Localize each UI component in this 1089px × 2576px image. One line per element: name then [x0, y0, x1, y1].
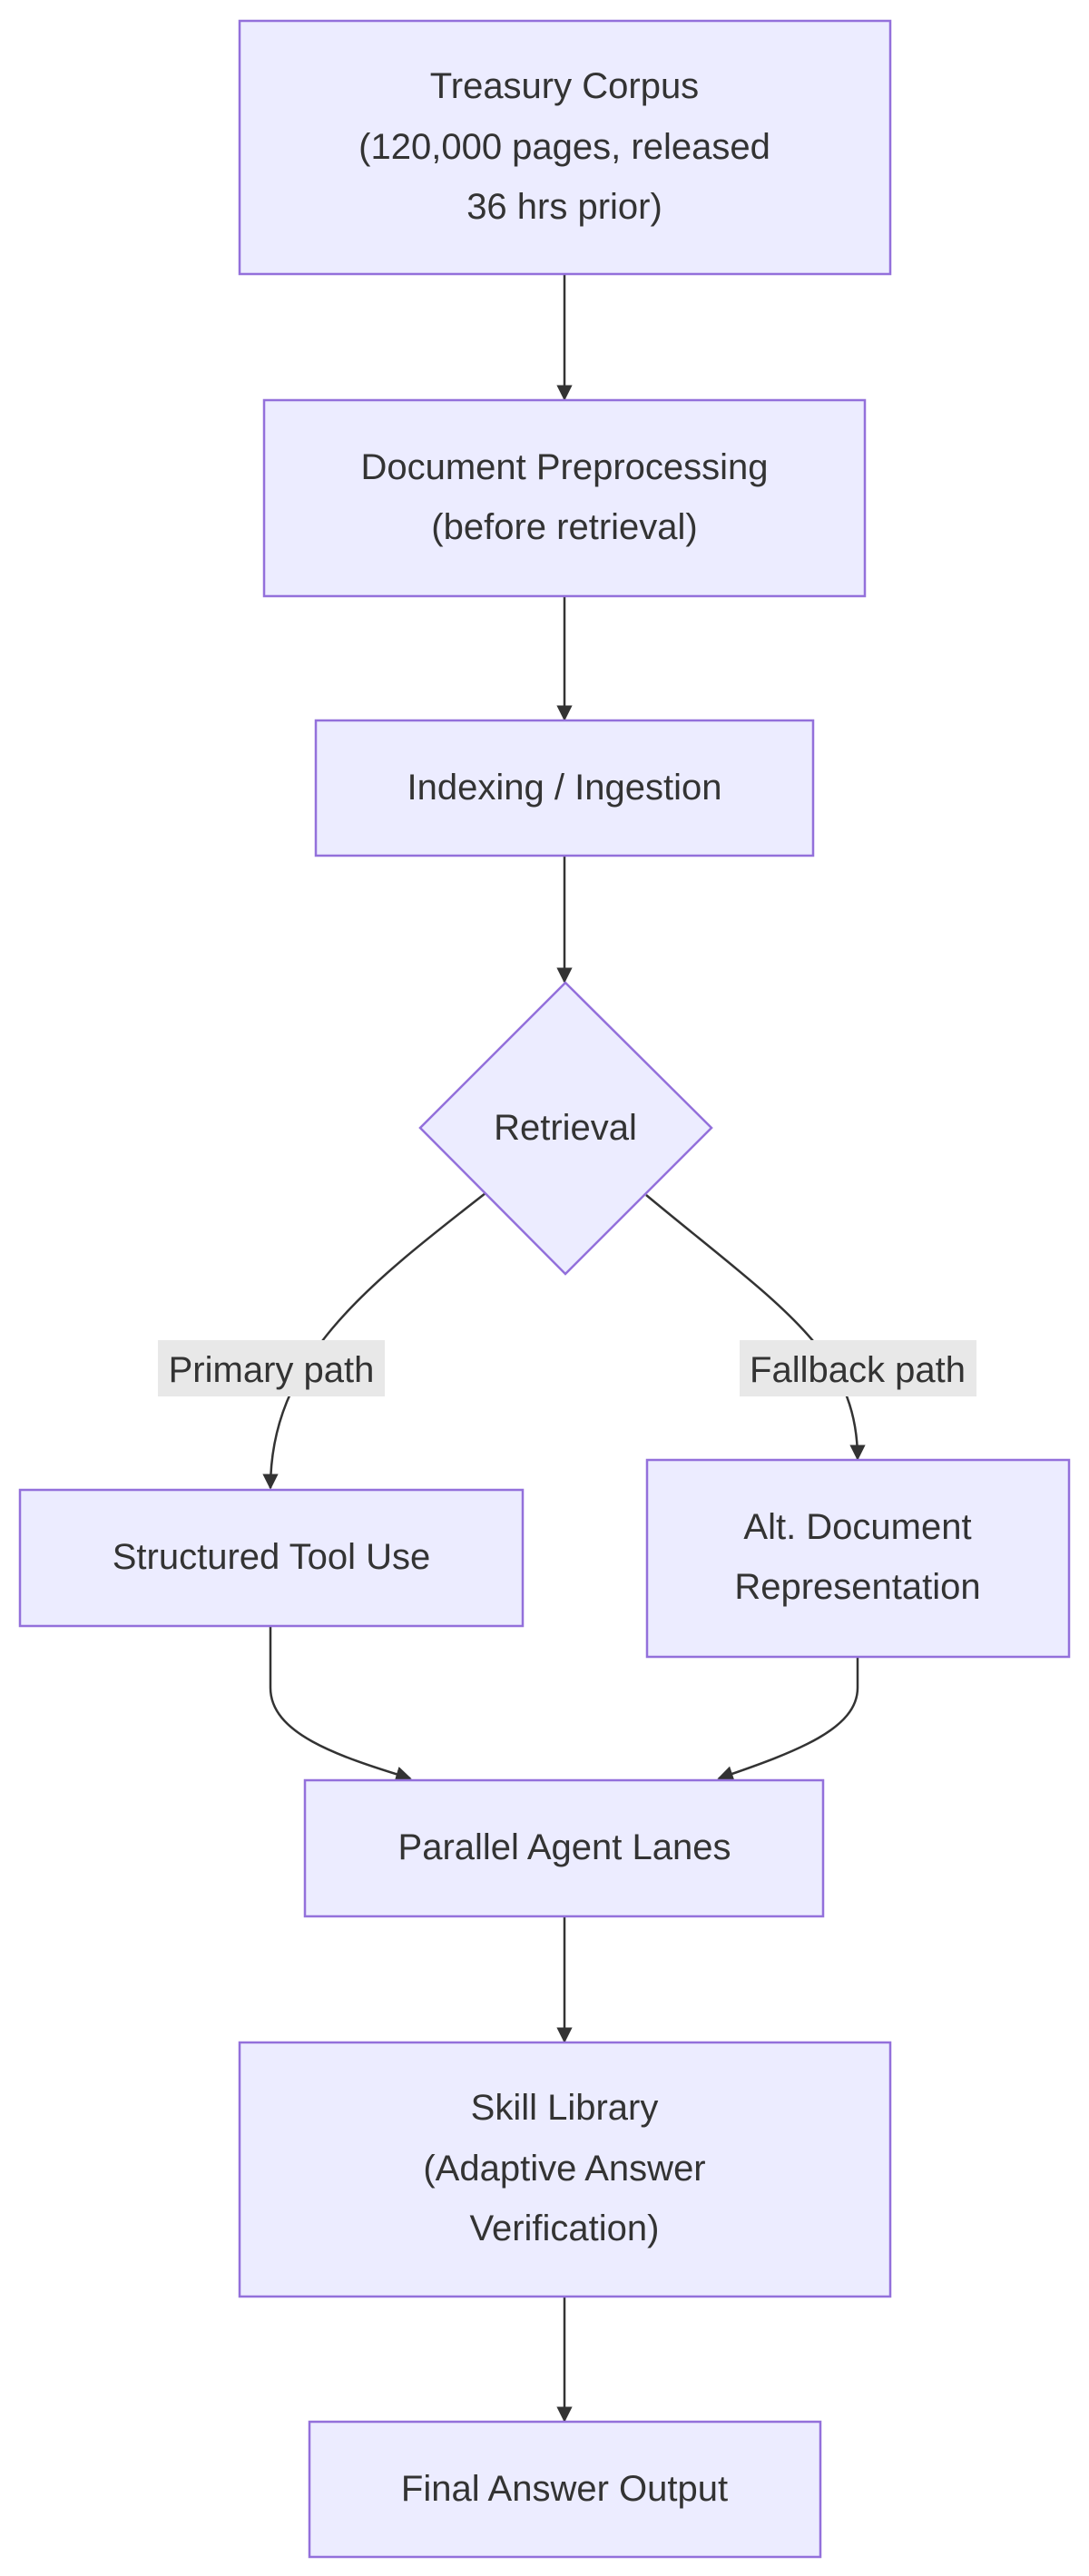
node-final-answer-output: Final Answer Output — [308, 2420, 822, 2559]
edge-label-primary-path-bg — [158, 1340, 385, 1396]
node-final-answer-output-line-1: Final Answer Output — [401, 2469, 728, 2509]
node-structured-tool-use: Structured Tool Use — [18, 1488, 525, 1628]
edge-retrieval-to-structured-tool-use — [262, 1192, 486, 1490]
node-skill-library-line-1: Skill Library — [471, 2088, 659, 2128]
node-treasury-corpus: Treasury Corpus (120,000 pages, released… — [238, 19, 892, 276]
edge-alt-document-to-parallel — [717, 1657, 859, 1782]
edge-structured-to-parallel — [269, 1626, 412, 1782]
node-treasury-corpus-line-3: 36 hrs prior) — [466, 187, 662, 227]
node-structured-tool-use-line-1: Structured Tool Use — [113, 1537, 431, 1577]
node-retrieval: Retrieval — [418, 981, 713, 1276]
node-parallel-agent-lanes-line-1: Parallel Agent Lanes — [398, 1827, 731, 1867]
node-skill-library-line-3: Verification) — [470, 2209, 660, 2248]
node-indexing-ingestion: Indexing / Ingestion — [314, 719, 815, 857]
node-alt-document-representation: Alt. Document Representation — [645, 1458, 1071, 1659]
node-parallel-agent-lanes: Parallel Agent Lanes — [303, 1778, 825, 1918]
edge-label-fallback-path: Fallback path — [750, 1350, 966, 1390]
node-retrieval-line-1: Retrieval — [494, 1108, 637, 1148]
node-treasury-corpus-line-2: (120,000 pages, released — [358, 127, 770, 167]
edge-retrieval-to-alt-document — [645, 1194, 866, 1461]
edge-label-fallback-path-bg — [740, 1340, 976, 1396]
node-alt-document-line-1: Alt. Document — [743, 1507, 971, 1547]
node-skill-library: Skill Library (Adaptive Answer Verificat… — [238, 2041, 892, 2298]
node-document-preprocessing-line-2: (before retrieval) — [431, 507, 697, 547]
node-document-preprocessing: Document Preprocessing (before retrieval… — [262, 398, 867, 598]
edge-label-primary-path: Primary path — [169, 1350, 375, 1390]
node-alt-document-line-2: Representation — [734, 1567, 980, 1607]
node-document-preprocessing-line-1: Document Preprocessing — [360, 447, 768, 487]
node-skill-library-line-2: (Adaptive Answer — [423, 2149, 705, 2189]
node-treasury-corpus-line-1: Treasury Corpus — [430, 66, 699, 106]
node-indexing-ingestion-line-1: Indexing / Ingestion — [407, 768, 722, 808]
